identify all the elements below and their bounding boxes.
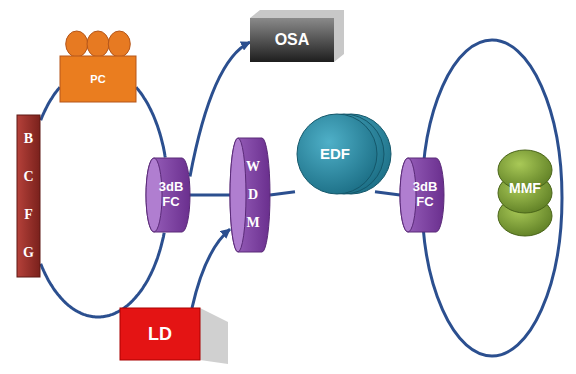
cylinder-body: [146, 158, 190, 232]
mmf-spool: MMF: [498, 138, 552, 238]
fiber-connector: [270, 192, 295, 195]
paddle: [108, 31, 130, 57]
paddle: [87, 31, 109, 57]
box-face: [120, 308, 200, 360]
box-shadow: [200, 308, 228, 364]
cylinder-body: [400, 158, 444, 232]
polarization-controller: PC: [60, 30, 136, 102]
paddle: [66, 31, 88, 57]
edf-coil: EDF: [295, 112, 375, 196]
cylinder-body: [230, 138, 270, 252]
node-label: OSA: [275, 31, 310, 49]
node-label: 3dB FC: [152, 180, 190, 210]
fiber-connector: [192, 229, 230, 308]
coupler: 3dB FC: [400, 158, 444, 232]
node-label: EDF: [320, 145, 350, 162]
cylinder-face: [230, 138, 246, 252]
laser-diode: LD: [120, 308, 200, 360]
box-face: [250, 18, 334, 62]
fiber-grating: B C F G: [17, 115, 40, 277]
grating-body: [17, 115, 40, 277]
node-label: B C F G: [22, 120, 36, 272]
fiber-coil: [297, 114, 377, 194]
node-label: PC: [90, 73, 105, 86]
wdm-coupler: W D M: [230, 138, 270, 252]
coupler: 3dB FC: [146, 158, 190, 232]
fiber-connector: [375, 192, 400, 195]
fiber-connector: [41, 233, 165, 317]
fiber-connector: [41, 87, 60, 120]
pc-body: [60, 56, 136, 102]
node-label: W D M: [246, 153, 260, 237]
node-label: MMF: [509, 180, 541, 196]
node-label: 3dB FC: [406, 180, 444, 210]
analyzer-box: OSA: [250, 18, 334, 62]
box-shadow: [250, 10, 344, 62]
cylinder-face: [146, 158, 162, 232]
fiber-connector: [190, 194, 230, 197]
cylinder-face: [400, 158, 416, 232]
node-label: LD: [148, 324, 172, 345]
fiber-connector: [136, 87, 165, 157]
polarization-controller-outline: [60, 30, 136, 102]
